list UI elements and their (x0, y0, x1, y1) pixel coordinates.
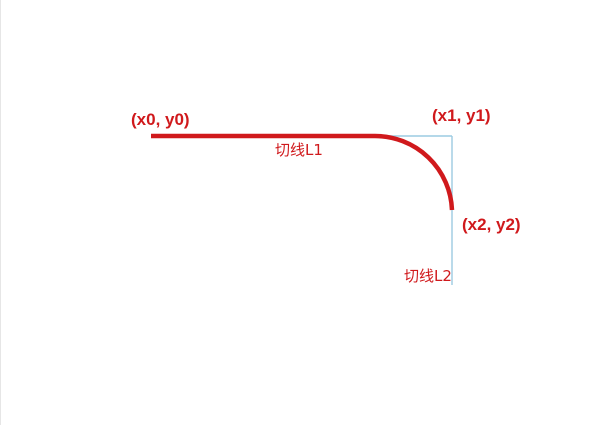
rounded-path-curve (151, 133, 455, 211)
tangent-label-l1: 切线L1 (275, 141, 323, 159)
point-label-p0: (x0, y0) (131, 110, 190, 129)
tangent-label-l2: 切线L2 (404, 267, 452, 285)
point-label-p1: (x1, y1) (432, 106, 491, 125)
point-label-p2: (x2, y2) (462, 215, 521, 234)
page-left-edge (0, 0, 1, 425)
